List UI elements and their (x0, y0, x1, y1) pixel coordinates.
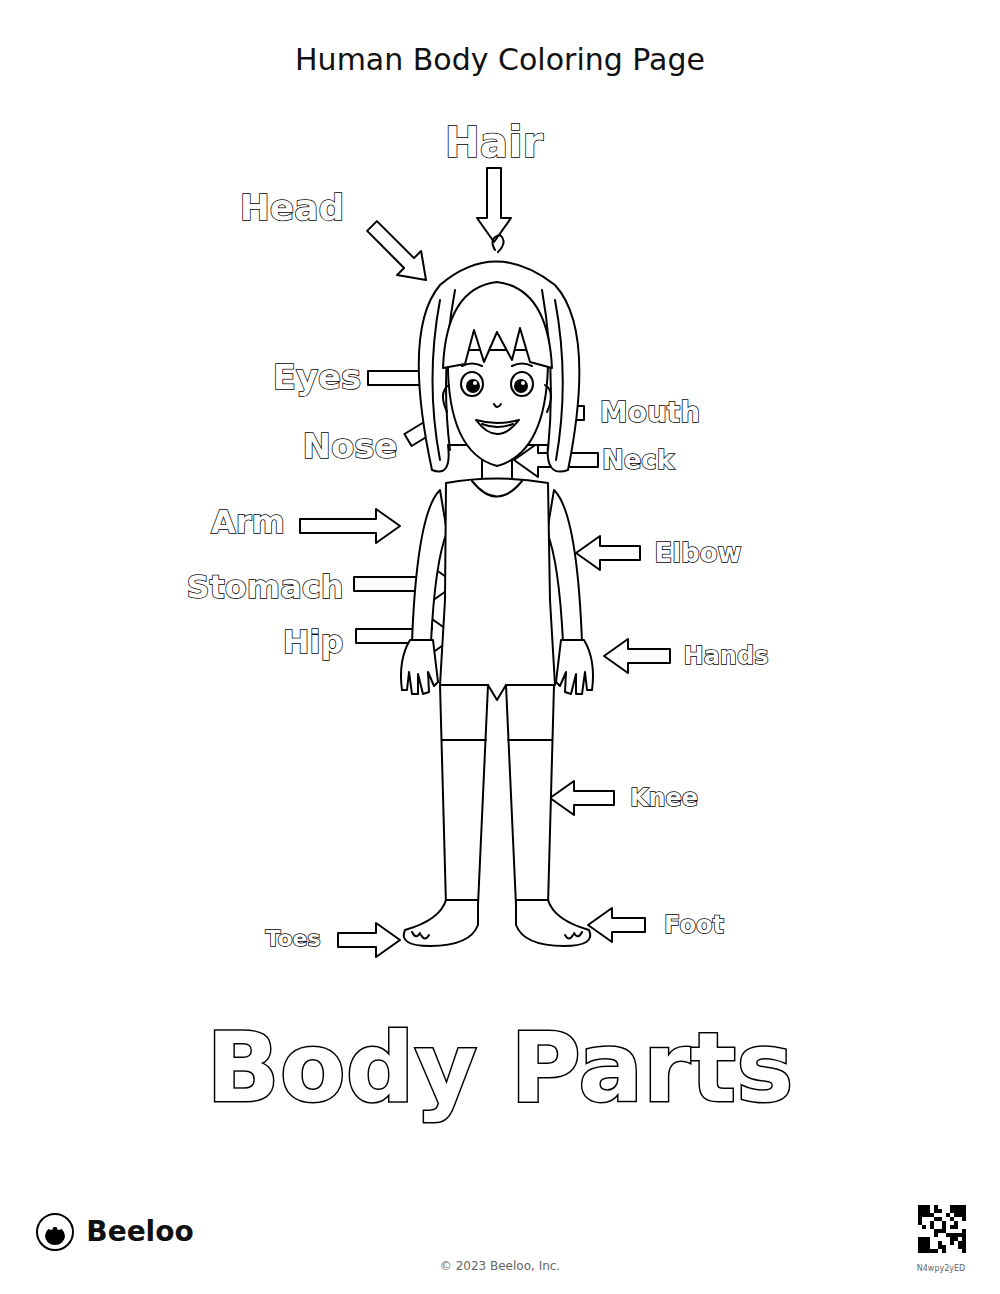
part-label: Neck (602, 447, 674, 473)
part-label: Arm (211, 506, 285, 538)
pointer-arrow (604, 639, 670, 673)
part-label: Hip (283, 626, 344, 658)
pointer-arrow (300, 509, 400, 543)
part-label: Knee (630, 786, 698, 810)
pointer-arrow (588, 908, 645, 942)
pointer-arrow (550, 781, 614, 815)
pointer-arrow (477, 168, 511, 242)
part-label: Nose (302, 429, 397, 463)
part-label: Elbow (654, 540, 741, 566)
part-label: Stomach (186, 571, 343, 603)
page-title: Human Body Coloring Page (295, 45, 705, 75)
part-label: Head (240, 190, 345, 226)
part-label: Toes (265, 928, 320, 950)
pointer-arrow (367, 221, 426, 280)
part-label: Foot (664, 913, 724, 937)
brand-name: Beeloo (86, 1218, 193, 1246)
big-heading: Body Parts (207, 1020, 794, 1116)
pointer-arrow (354, 567, 456, 601)
pointer-arrow (576, 536, 640, 570)
qr-code (918, 1205, 966, 1253)
copyright: © 2023 Beeloo, Inc. (440, 1260, 560, 1272)
part-label: Eyes (273, 360, 362, 394)
pointer-arrow (338, 923, 400, 957)
part-label: Hair (445, 122, 544, 164)
page-code: N4wpy2yED (917, 1265, 965, 1273)
part-label: Hands (684, 644, 769, 668)
part-label: Mouth (600, 399, 700, 427)
